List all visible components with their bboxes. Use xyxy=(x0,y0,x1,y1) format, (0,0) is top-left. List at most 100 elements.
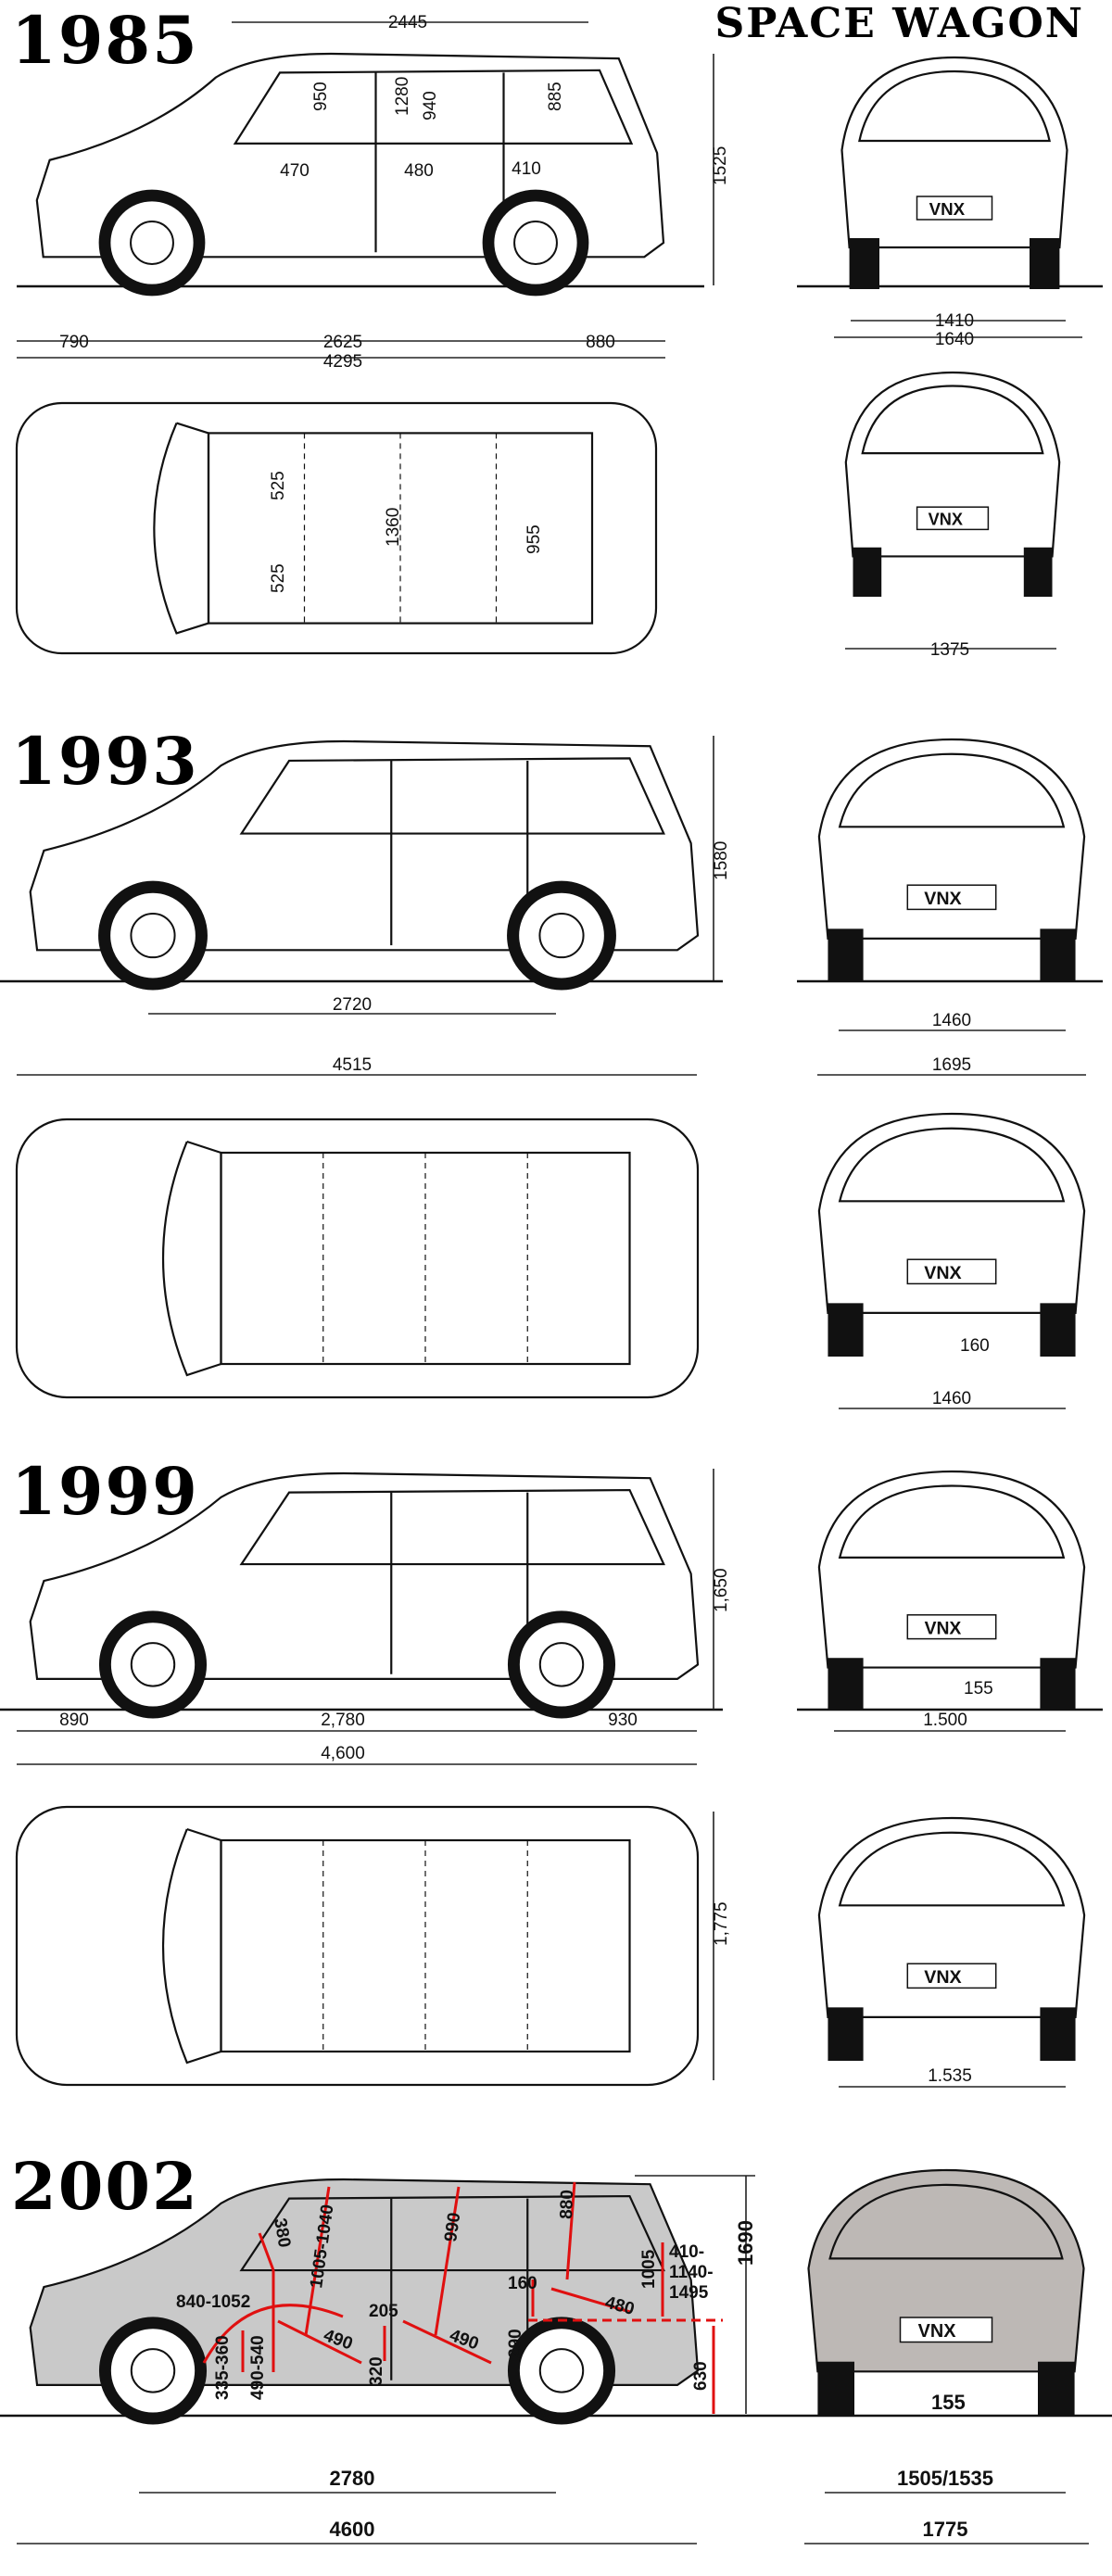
hub-icon xyxy=(130,913,176,959)
car-face-outline xyxy=(817,1112,1086,1314)
rear-view-1993: VNX xyxy=(817,1112,1086,1357)
tire-right xyxy=(1030,238,1060,289)
windshield-line xyxy=(153,422,210,635)
dim-front-overhang: 790 xyxy=(59,333,89,352)
car-face-outline xyxy=(807,2168,1085,2373)
dim-front-track: 1.500 xyxy=(923,1711,967,1730)
car-top-outline xyxy=(15,401,658,655)
dimensions-1993: 1580 2720 4515 1460 1695 160 1460 xyxy=(17,736,1086,1409)
dim-rear-track: 1375 xyxy=(930,640,969,660)
dim-length: 4515 xyxy=(333,1055,372,1075)
license-plate xyxy=(899,2317,993,2343)
dimensions-1985-rear: 1375 xyxy=(845,640,1056,660)
windshield-line xyxy=(838,1831,1066,1907)
license-plate-text: VNX xyxy=(924,1967,961,1988)
dim-front-overhang: 890 xyxy=(59,1711,89,1730)
dim-335-360: 335-360 xyxy=(213,2335,233,2400)
dim-160: 160 xyxy=(508,2274,537,2293)
dimensions-2002-exterior: 1690 2780 4600 155 1505/1535 1775 xyxy=(17,2175,1089,2544)
dim-290: 290 xyxy=(506,2329,525,2358)
windshield-line xyxy=(162,1140,222,1377)
tire-right xyxy=(1040,2007,1076,2061)
dim-h1: 950 xyxy=(311,82,331,111)
dim-410: 410- xyxy=(669,2242,704,2262)
car-face-outline xyxy=(817,738,1086,940)
front-view-1985: VNX xyxy=(840,56,1068,289)
dim-front-width: 1695 xyxy=(932,1055,971,1075)
hub-icon xyxy=(130,1642,176,1687)
wheel-icon xyxy=(98,2317,208,2425)
hub-icon xyxy=(538,913,585,959)
year-label-1985: 1985 xyxy=(11,2,199,79)
license-plate-text: VNX xyxy=(929,199,966,219)
dim-height: 1580 xyxy=(712,841,731,880)
dim-320: 320 xyxy=(367,2356,386,2386)
front-view-1999: VNX xyxy=(817,1470,1086,1711)
dim-205: 205 xyxy=(369,2302,398,2321)
car-top-outline xyxy=(15,1805,700,2087)
tire-left xyxy=(817,2361,854,2416)
license-plate-text: VNX xyxy=(924,889,961,909)
dim-rear-overhang: 930 xyxy=(608,1711,638,1730)
tire-left xyxy=(828,928,864,982)
license-plate-text: VNX xyxy=(929,511,963,529)
car-face-outline xyxy=(844,371,1061,558)
window-line xyxy=(239,1488,665,1566)
license-plate-text: VNX xyxy=(918,2321,957,2342)
rear-view-1985: VNX xyxy=(844,371,1061,597)
side-photo-2002 xyxy=(29,2178,700,2425)
windshield-line xyxy=(861,385,1044,455)
dim-wheelbase: 2720 xyxy=(333,995,372,1015)
wheel-icon xyxy=(98,1610,208,1719)
dimensions-1985-side: 2445 950 1280 940 885 470 480 410 1525 7… xyxy=(17,13,730,372)
car-face-outline xyxy=(817,1816,1086,2018)
dim-wheelbase: 2,780 xyxy=(321,1711,365,1730)
wheel-icon xyxy=(482,189,589,297)
dimensions-1985-front: 1410 1640 xyxy=(834,311,1082,349)
hub-icon xyxy=(538,1642,585,1687)
dimensions-1985-top: 525 1360 525 955 xyxy=(269,471,544,593)
dim-wheelbase: 2625 xyxy=(323,333,362,352)
windshield-line xyxy=(828,2183,1064,2260)
windshield-line xyxy=(162,1827,222,2065)
dim-front-width: 1640 xyxy=(935,330,974,349)
dim-front-clearance: 155 xyxy=(964,1679,993,1698)
window-line xyxy=(239,757,665,835)
wheel-icon xyxy=(507,880,616,991)
tire-right xyxy=(1040,928,1076,982)
front-photo-2002: VNX xyxy=(807,2168,1085,2416)
dim-h2: 1280 xyxy=(393,77,412,116)
window-line xyxy=(239,2194,665,2272)
wheel-icon xyxy=(98,189,206,297)
car-face-outline xyxy=(817,1470,1086,1669)
year-label-1999: 1999 xyxy=(11,1453,199,1530)
window-line xyxy=(233,69,634,145)
dim-rear-track: 1460 xyxy=(932,1389,971,1408)
tire-left xyxy=(849,238,879,289)
wheel-icon xyxy=(98,880,208,991)
dim-w4: 955 xyxy=(524,524,544,554)
license-plate-text: VNX xyxy=(925,1618,962,1638)
dim-630: 630 xyxy=(691,2361,711,2391)
dim-rear-clearance: 160 xyxy=(960,1336,990,1356)
dim-h3: 940 xyxy=(421,91,440,120)
year-label-1993: 1993 xyxy=(11,723,199,800)
top-view-1993 xyxy=(15,1118,700,1399)
license-plate-text: VNX xyxy=(924,1263,961,1283)
dim-rear-track: 1.535 xyxy=(928,2066,972,2086)
dim-880: 880 xyxy=(557,2190,577,2219)
dim-w3: 525 xyxy=(269,563,288,593)
license-plate xyxy=(906,1614,997,1640)
dim-1495: 1495 xyxy=(669,2283,709,2303)
tire-left xyxy=(828,1658,864,1711)
dim-length: 4295 xyxy=(323,352,362,372)
license-plate xyxy=(916,506,990,531)
dim-1140: 1140- xyxy=(669,2263,714,2282)
dimensions-1999: 1,650 890 2,780 930 4,600 155 1.500 1,77… xyxy=(17,1469,1066,2088)
dim-height: 1690 xyxy=(734,2220,757,2266)
tire-right xyxy=(1040,1303,1076,1357)
dim-top-width: 1,775 xyxy=(712,1901,731,1946)
windshield-line xyxy=(838,752,1066,828)
dim-wheelbase: 2780 xyxy=(330,2467,375,2490)
windshield-line xyxy=(838,1127,1066,1203)
